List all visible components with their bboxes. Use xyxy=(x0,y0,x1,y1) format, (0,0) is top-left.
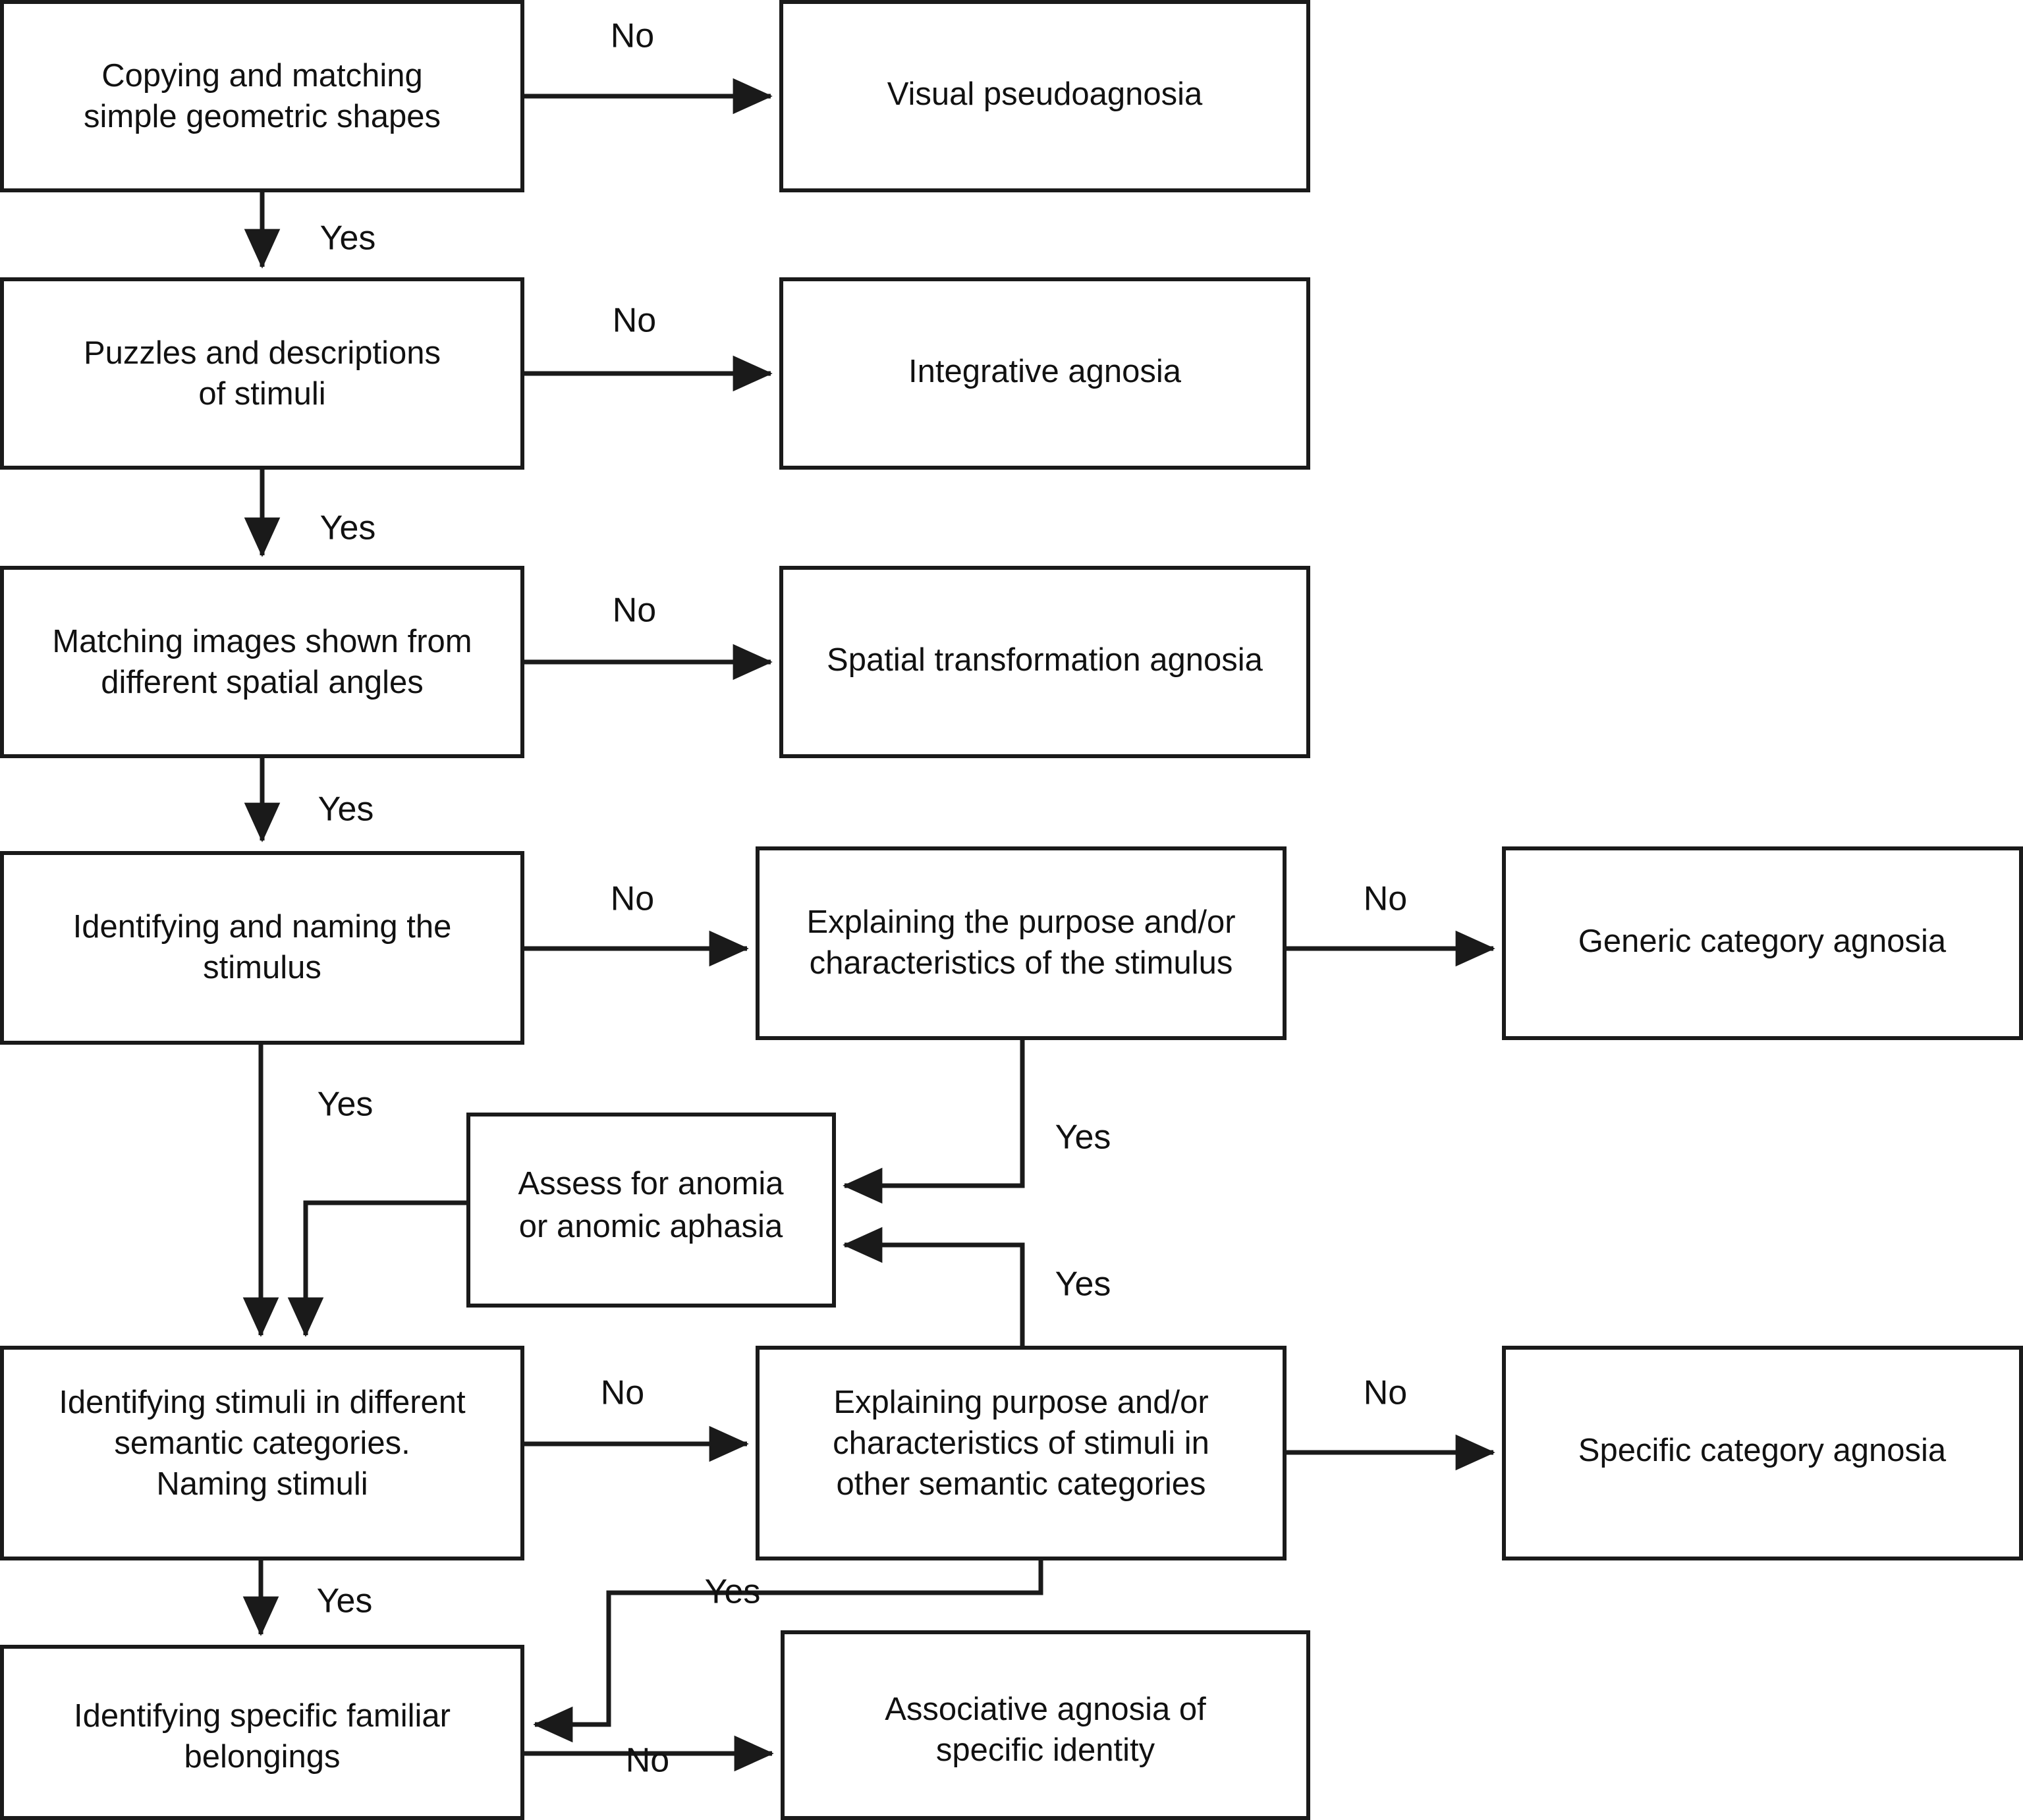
edge-label-explainstim-yes: Yes xyxy=(1055,1118,1111,1157)
edge-assess-to-semantic xyxy=(287,1200,468,1337)
edge-label-copying-no: No xyxy=(611,17,654,55)
node-identify-semantic-line-0: Identifying stimuli in different xyxy=(59,1385,466,1420)
node-identify-semantic[interactable]: Identifying stimuli in different semanti… xyxy=(0,1346,524,1560)
node-integrative-agnosia-label: Integrative agnosia xyxy=(908,354,1182,389)
edge-label-identifysemantic-no: No xyxy=(601,1374,644,1412)
node-explain-other-semantic-line-2: other semantic categories xyxy=(836,1466,1205,1502)
edge-label-puzzles-yes: Yes xyxy=(320,509,376,547)
edge-label-identifyfamiliar-no: No xyxy=(626,1742,669,1780)
edge-label-identifyname-no: No xyxy=(611,880,654,918)
node-puzzles-line-0: Puzzles and descriptions xyxy=(84,335,441,371)
node-identify-familiar-line-1: belongings xyxy=(184,1739,340,1775)
node-explain-purpose-stimulus-line-0: Explaining the purpose and/or xyxy=(806,904,1235,940)
node-visual-pseudoagnosia[interactable]: Visual pseudoagnosia xyxy=(779,0,1310,192)
node-explain-other-semantic-line-1: characteristics of stimuli in xyxy=(833,1425,1209,1461)
node-associative-agnosia[interactable]: Associative agnosia of specific identity xyxy=(781,1630,1310,1820)
node-identify-name-line-1: stimulus xyxy=(203,950,321,985)
node-associative-agnosia-line-1: specific identity xyxy=(936,1732,1155,1768)
node-identify-semantic-line-1: semantic categories. xyxy=(114,1425,410,1461)
edge-label-copying-yes: Yes xyxy=(320,219,376,258)
edge-label-explainother-yes-down: Yes xyxy=(705,1573,761,1611)
node-assess-anomia-line-1: or anomic aphasia xyxy=(519,1209,783,1244)
edge-label-explainother-no: No xyxy=(1364,1374,1407,1412)
node-puzzles-line-1: of stimuli xyxy=(198,376,325,412)
node-integrative-agnosia[interactable]: Integrative agnosia xyxy=(779,277,1310,470)
node-explain-purpose-stimulus[interactable]: Explaining the purpose and/or characteri… xyxy=(756,846,1287,1040)
node-matching-images[interactable]: Matching images shown from different spa… xyxy=(0,566,524,758)
node-associative-agnosia-line-0: Associative agnosia of xyxy=(885,1692,1206,1727)
node-identify-familiar[interactable]: Identifying specific familiar belongings xyxy=(0,1645,524,1820)
edge-label-puzzles-no: No xyxy=(613,302,656,340)
edge-label-identifysemantic-yes: Yes xyxy=(317,1582,373,1620)
node-identify-name-line-0: Identifying and naming the xyxy=(73,909,452,945)
node-generic-category-agnosia[interactable]: Generic category agnosia xyxy=(1502,846,2023,1040)
node-assess-anomia-line-0: Assess for anomia xyxy=(518,1166,784,1201)
node-explain-other-semantic-line-0: Explaining purpose and/or xyxy=(833,1385,1208,1420)
node-identify-semantic-line-2: Naming stimuli xyxy=(156,1466,368,1502)
node-copying-line-0: Copying and matching xyxy=(101,58,423,94)
edge-explainstim-yes xyxy=(843,1038,1025,1204)
node-identify-familiar-line-0: Identifying specific familiar xyxy=(74,1698,451,1734)
edge-label-explainstim-no: No xyxy=(1364,880,1407,918)
edge-label-explainother-yes-up: Yes xyxy=(1055,1265,1111,1304)
node-copying-line-1: simple geometric shapes xyxy=(84,99,441,134)
node-identify-name[interactable]: Identifying and naming the stimulus xyxy=(0,851,524,1045)
edge-label-matching-no: No xyxy=(613,592,656,630)
node-explain-other-semantic[interactable]: Explaining purpose and/or characteristic… xyxy=(756,1346,1287,1560)
node-matching-images-line-1: different spatial angles xyxy=(101,665,423,700)
node-spatial-transformation-agnosia[interactable]: Spatial transformation agnosia xyxy=(779,566,1310,758)
node-visual-pseudoagnosia-label: Visual pseudoagnosia xyxy=(887,76,1203,112)
node-assess-anomia[interactable]: Assess for anomia or anomic aphasia xyxy=(466,1113,836,1308)
edge-explainother-yes-down xyxy=(533,1558,1043,1743)
node-spatial-transformation-agnosia-label: Spatial transformation agnosia xyxy=(827,642,1263,678)
edge-explainother-yes-up xyxy=(843,1227,1025,1348)
node-specific-category-agnosia-label: Specific category agnosia xyxy=(1578,1433,1947,1468)
edge-label-identifyname-yes: Yes xyxy=(318,1086,374,1124)
node-generic-category-agnosia-label: Generic category agnosia xyxy=(1578,924,1947,959)
node-copying[interactable]: Copying and matching simple geometric sh… xyxy=(0,0,524,192)
node-puzzles[interactable]: Puzzles and descriptions of stimuli xyxy=(0,277,524,470)
node-explain-purpose-stimulus-line-1: characteristics of the stimulus xyxy=(810,945,1233,981)
node-specific-category-agnosia[interactable]: Specific category agnosia xyxy=(1502,1346,2023,1560)
edge-label-matching-yes: Yes xyxy=(318,790,374,829)
node-matching-images-line-0: Matching images shown from xyxy=(52,624,472,659)
